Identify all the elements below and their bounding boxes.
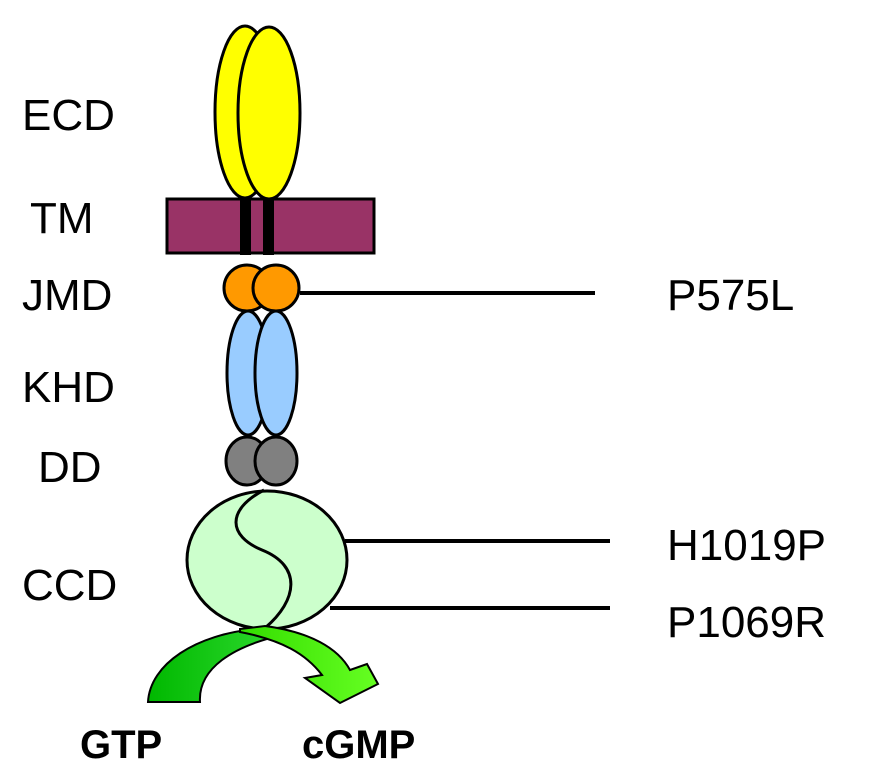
tm-helix-left xyxy=(240,199,251,255)
dd-right-lobe xyxy=(253,435,299,487)
gtp-label: GTP xyxy=(80,723,162,767)
ecd-right-lobe xyxy=(236,25,302,201)
khd-right-lobe xyxy=(253,309,299,437)
tm-helix-right xyxy=(263,199,274,255)
p1069r-label: P1069R xyxy=(667,598,826,647)
ccd-dimer-interface-curve xyxy=(234,488,293,630)
tm-label: TM xyxy=(30,194,94,243)
cgmp-output-arrow xyxy=(239,624,380,705)
ecd-label: ECD xyxy=(22,91,115,140)
p575l-label: P575L xyxy=(667,271,794,320)
dd-label: DD xyxy=(38,443,102,492)
h1019p-label: H1019P xyxy=(667,521,826,570)
ccd-catalytic-circle xyxy=(185,489,349,631)
jmd-label: JMD xyxy=(22,271,112,320)
cgmp-label: cGMP xyxy=(302,723,415,767)
jmd-right-circle xyxy=(251,263,301,313)
khd-label: KHD xyxy=(22,363,115,412)
ccd-label: CCD xyxy=(22,561,117,610)
